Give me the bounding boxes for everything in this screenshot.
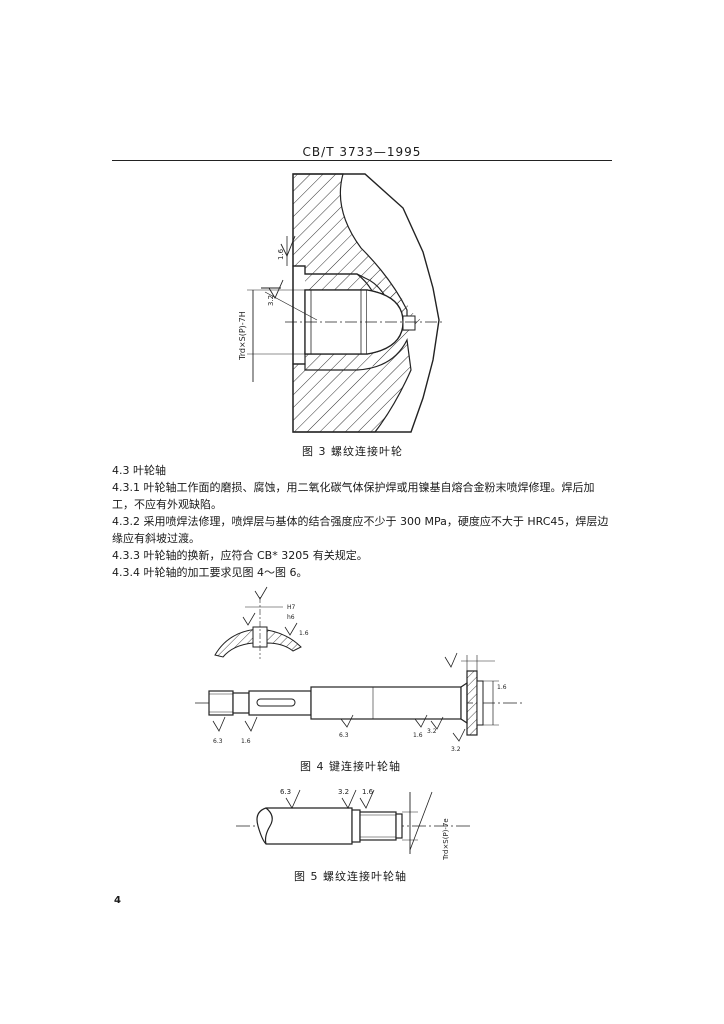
fig4-roughness-g: 3.2	[451, 746, 461, 753]
para-4-3-3: 4.3.3 叶轮轴的换新，应符合 CB* 3205 有关规定。	[112, 549, 368, 562]
para-4-3-2-line1: 4.3.2 采用喷焊法修理，喷焊层与基体的结合强度应不少于 300 MPa，硬度…	[112, 515, 609, 528]
fig3-thread-label: Trd×S(P)-7H	[238, 311, 247, 361]
fig3-roughness-top: 1.6	[277, 248, 285, 260]
fig5-roughness-left: 6.3	[280, 788, 291, 796]
para-4-3-1-line2: 工，不应有外观缺陷。	[112, 498, 222, 511]
para-4-3-2: 4.3.2 采用喷焊法修理，喷焊层与基体的结合强度应不少于 300 MPa，硬度…	[112, 513, 612, 547]
figure3-drawing: 3.2 1.6 Trd×S(P)-7H	[238, 173, 445, 433]
para-4-3-2-line2: 缘应有斜坡过渡。	[112, 532, 200, 545]
fig4-fit-bottom: h6	[287, 614, 295, 621]
fig4-fit-top: H7	[287, 604, 296, 611]
fig5-roughness-right: 1.6	[362, 788, 374, 796]
section-heading: 4.3 叶轮轴	[112, 464, 166, 477]
fig4-roughness-b: 6.3	[213, 738, 223, 745]
fig5-roughness-mid: 3.2	[338, 788, 349, 796]
fig5-thread-label: Trd×S(P)-7e	[442, 818, 450, 861]
figure4-caption: 图 4 键连接叶轮轴	[300, 760, 401, 773]
figure3-caption: 图 3 螺纹连接叶轮	[302, 445, 403, 458]
page-number: 4	[114, 895, 121, 906]
figure5-caption: 图 5 螺纹连接叶轮轴	[294, 870, 407, 883]
fig4-roughness-c: 1.6	[241, 738, 251, 745]
fig4-roughness-f: 3.2	[427, 728, 437, 735]
figure5-drawing: 6.3 3.2 1.6 Trd×S(P)-7e	[236, 788, 472, 861]
fig4-roughness-e: 1.6	[413, 732, 423, 739]
fig4-roughness-d: 6.3	[339, 732, 349, 739]
header-rule	[112, 160, 612, 161]
fig3-roughness-bore: 3.2	[267, 295, 275, 306]
page-header: CB/T 3733—1995	[302, 145, 422, 159]
para-4-3-1: 4.3.1 叶轮轴工作面的磨损、腐蚀，用二氧化碳气体保护焊或用镍基自熔合金粉末喷…	[112, 479, 612, 513]
fig4-roughness-a: 1.6	[299, 630, 309, 637]
figure4-drawing: H7 h6 1.6 6.3 1.6 6.3 1.6 3.2 3.2 1.6	[195, 586, 525, 753]
para-4-3-1-line1: 4.3.1 叶轮轴工作面的磨损、腐蚀，用二氧化碳气体保护焊或用镍基自熔合金粉末喷…	[112, 481, 595, 494]
para-4-3-4: 4.3.4 叶轮轴的加工要求见图 4～图 6。	[112, 566, 308, 579]
fig4-roughness-h: 1.6	[497, 684, 507, 691]
